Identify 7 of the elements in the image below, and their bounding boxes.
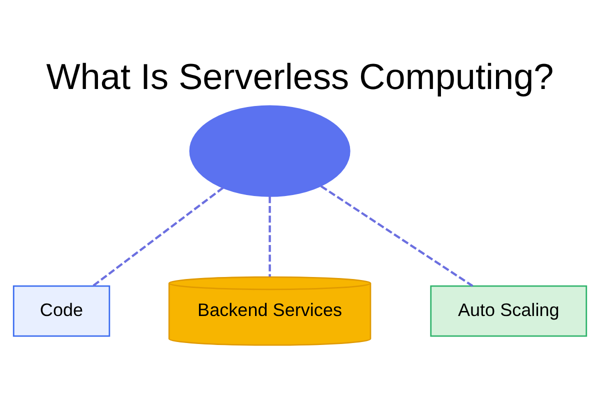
node-box: Code <box>12 285 110 337</box>
connector <box>268 196 271 277</box>
connector <box>320 185 474 287</box>
node-box: Auto Scaling <box>430 285 588 337</box>
diagram-title: What Is Serverless Computing? <box>46 56 554 97</box>
node-cloud <box>189 105 350 197</box>
connector <box>92 186 224 287</box>
